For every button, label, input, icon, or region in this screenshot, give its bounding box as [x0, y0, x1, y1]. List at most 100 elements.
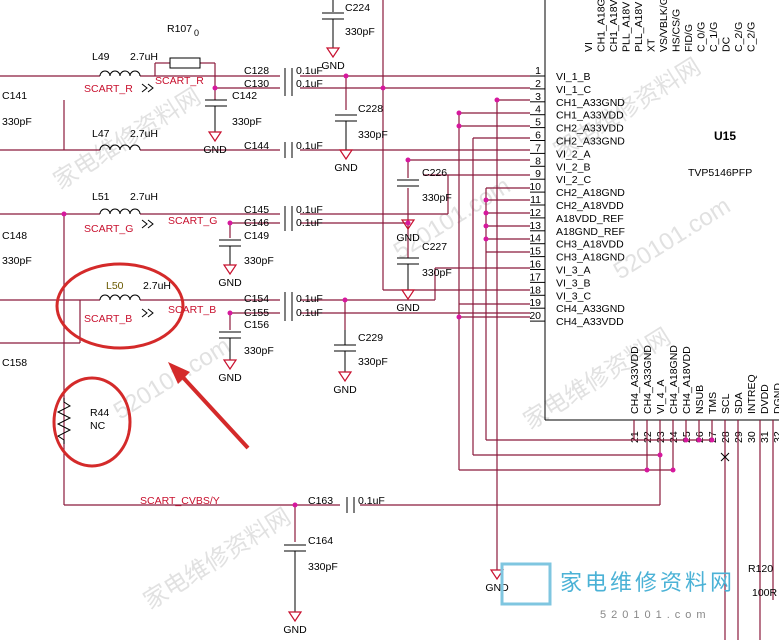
- pin-number-18: 18: [529, 284, 541, 296]
- top-pin-label-9: C_0/G: [696, 22, 708, 52]
- pin-number-24: 24: [668, 431, 680, 443]
- pin-number-20: 20: [529, 310, 541, 322]
- c229-value: 330pF: [358, 356, 388, 368]
- inductor-l51: [99, 208, 141, 215]
- top-pin-label-0: VI: [583, 42, 595, 52]
- resistor-r107: [169, 57, 201, 69]
- net-arrows: [141, 83, 154, 318]
- inductor-l47: [99, 144, 141, 151]
- top-pin-label-6: VS/VBLK/G: [658, 0, 670, 52]
- pin-name-6: CH2_A33GND: [556, 136, 625, 148]
- scart-b-net: SCART_B: [84, 313, 132, 325]
- c146-label: C146: [244, 217, 269, 229]
- r107-value: 0: [194, 28, 199, 38]
- capacitor-c227: [397, 257, 419, 290]
- pin-name-1: VI_1_B: [556, 71, 590, 83]
- pin-name-15: CH3_A18GND: [556, 252, 625, 264]
- capacitor-c156: [219, 331, 241, 360]
- pin-name-4: CH1_A33VDD: [556, 110, 624, 122]
- r120-label: R120: [748, 563, 773, 575]
- pin-name-20: CH4_A33VDD: [556, 316, 624, 328]
- scart-r-net: SCART_R: [84, 83, 133, 95]
- pin-name-21: CH4_A33VDD: [629, 346, 641, 414]
- capacitor-c226: [397, 179, 419, 187]
- pin-name-10: CH2_A18GND: [556, 187, 625, 199]
- pin-number-29: 29: [733, 431, 745, 443]
- capacitor-c228: [335, 114, 357, 150]
- annotation-highlights: [52, 262, 250, 468]
- c142-value: 330pF: [232, 116, 262, 128]
- l47-value: 2.7uH: [130, 128, 158, 140]
- pin-number-3: 3: [535, 91, 541, 103]
- pin-name-31: DVDD: [759, 384, 771, 414]
- c226-value: 330pF: [422, 192, 452, 204]
- pin-number-7: 7: [535, 142, 541, 154]
- pin-number-19: 19: [529, 297, 541, 309]
- logo-url-text: 520101.com: [600, 609, 711, 621]
- c224-label: C224: [345, 2, 370, 14]
- top-pin-label-3: PLL_A18V: [621, 2, 633, 52]
- c154-value: 0.1uF: [296, 293, 323, 305]
- u15-bottom-pins: CH4_A33VDD21CH4_A33GND22VI_4_A23CH4_A18G…: [629, 345, 779, 443]
- c156-value: 330pF: [244, 345, 274, 357]
- c142-label: C142: [232, 90, 257, 102]
- scart-b-mid: SCART_B: [168, 304, 216, 316]
- c224-value: 330pF: [345, 26, 375, 38]
- watermark-cn-4: 家电维修资料网: [139, 503, 296, 615]
- pin-name-18: VI_3_C: [556, 290, 591, 302]
- scart-g-net: SCART_G: [84, 223, 133, 235]
- c228-value: 330pF: [358, 129, 388, 141]
- c229-label: C229: [358, 332, 383, 344]
- pin-number-11: 11: [530, 194, 541, 206]
- capacitor-c229: [334, 330, 356, 372]
- r44-value: NC: [90, 420, 106, 432]
- component-labels: R107 0 L49 2.7uH SCART_R SCART_R C128 0.…: [2, 2, 778, 599]
- pin-number-28: 28: [720, 431, 732, 443]
- pin-name-5: CH2_A33VDD: [556, 123, 624, 135]
- top-pin-label-12: C_2/G: [733, 22, 745, 52]
- u15-part-number: TVP5146PFP: [688, 167, 752, 179]
- c130-label: C130: [244, 78, 269, 90]
- pin-name-2: VI_1_C: [556, 84, 591, 96]
- logo-box-icon: [500, 562, 552, 606]
- c128-value: 0.1uF: [296, 65, 323, 77]
- c149-label: C149: [244, 230, 269, 242]
- pin-name-29: SDA: [733, 392, 745, 414]
- gnd-label-2: GND: [334, 162, 358, 174]
- pin-name-24: CH4_A18GND: [668, 345, 680, 414]
- gnd-label-8: GND: [485, 582, 509, 594]
- annotation-circle-r44: [52, 376, 132, 468]
- l50-label: L50: [106, 280, 124, 292]
- pin-number-12: 12: [529, 207, 541, 219]
- scart-g-mid: SCART_G: [168, 215, 217, 227]
- c164-label: C164: [308, 535, 333, 547]
- pin-name-13: A18GND_REF: [556, 226, 625, 238]
- pin-number-6: 6: [535, 130, 541, 142]
- pin-number-2: 2: [535, 78, 541, 90]
- pin-number-23: 23: [655, 431, 667, 443]
- pin-number-32: 32: [772, 431, 779, 443]
- pin-name-22: CH4_A33GND: [642, 345, 654, 414]
- u15-designator: U15: [714, 129, 736, 143]
- pin-number-13: 13: [529, 220, 541, 232]
- watermark-site-3: 520101.com: [609, 192, 735, 285]
- pin-name-12: A18VDD_REF: [556, 213, 624, 225]
- pin-number-5: 5: [535, 117, 541, 129]
- c145-label: C145: [244, 204, 269, 216]
- capacitor-c142: [205, 99, 227, 132]
- top-pin-label-10: C_1/G: [708, 22, 720, 52]
- gnd-label-9: GND: [283, 624, 307, 636]
- top-pin-label-5: XT: [646, 38, 658, 52]
- c154-label: C154: [244, 293, 269, 305]
- capacitor-c130: [284, 82, 293, 96]
- no-connect-marker: [720, 452, 730, 462]
- c144-value: 0.1uF: [296, 140, 323, 152]
- scart-r-mid: SCART_R: [155, 75, 204, 87]
- pin-number-17: 17: [529, 271, 541, 283]
- l51-label: L51: [92, 191, 110, 203]
- gnd-label-4: GND: [218, 277, 242, 289]
- pin-number-31: 31: [759, 431, 771, 443]
- capacitor-c149: [219, 239, 241, 265]
- c146-value: 0.1uF: [296, 217, 323, 229]
